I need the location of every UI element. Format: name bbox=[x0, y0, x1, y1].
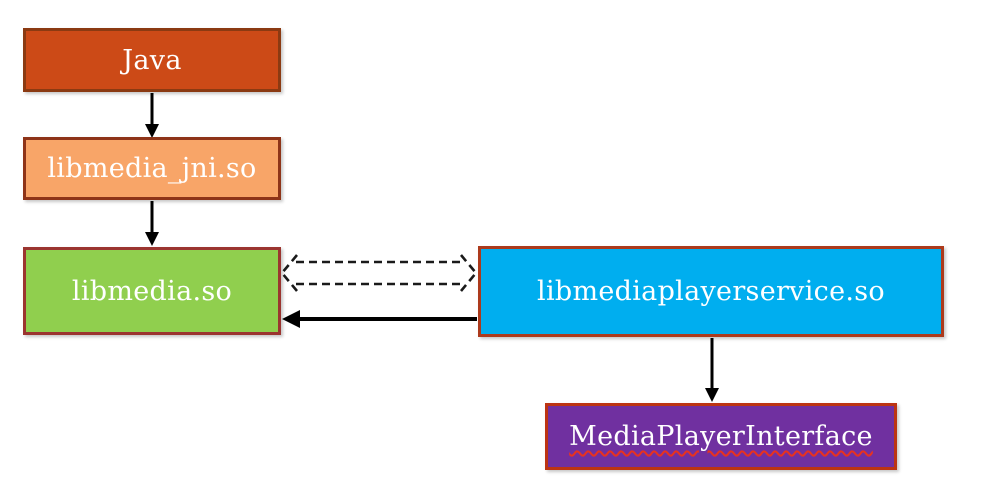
arrow-java-to-libmedia-jni bbox=[145, 93, 159, 138]
node-mediaplayerinterface: MediaPlayerInterface bbox=[545, 403, 897, 470]
node-libmedia-so-label: libmedia.so bbox=[71, 275, 233, 307]
node-libmediaplayerservice-so: libmediaplayerservice.so bbox=[478, 246, 944, 337]
node-mediaplayerinterface-label: MediaPlayerInterface bbox=[569, 421, 873, 452]
node-libmedia-jni-so-label: libmedia_jni.so bbox=[47, 153, 257, 184]
node-java-label: Java bbox=[122, 44, 182, 76]
arrow-libmediaplayerservice-to-mediaplayerinterface bbox=[705, 338, 719, 402]
node-libmediaplayerservice-so-label: libmediaplayerservice.so bbox=[537, 276, 885, 307]
node-java: Java bbox=[23, 28, 281, 92]
arrow-libmediaplayerservice-to-libmedia bbox=[282, 310, 477, 328]
arrow-libmedia-jni-to-libmedia bbox=[145, 201, 159, 246]
node-libmedia-so: libmedia.so bbox=[23, 247, 281, 335]
node-libmedia-jni-so: libmedia_jni.so bbox=[23, 137, 281, 200]
dashed-double-arrow-libmedia-libmediaplayerservice bbox=[280, 254, 478, 292]
